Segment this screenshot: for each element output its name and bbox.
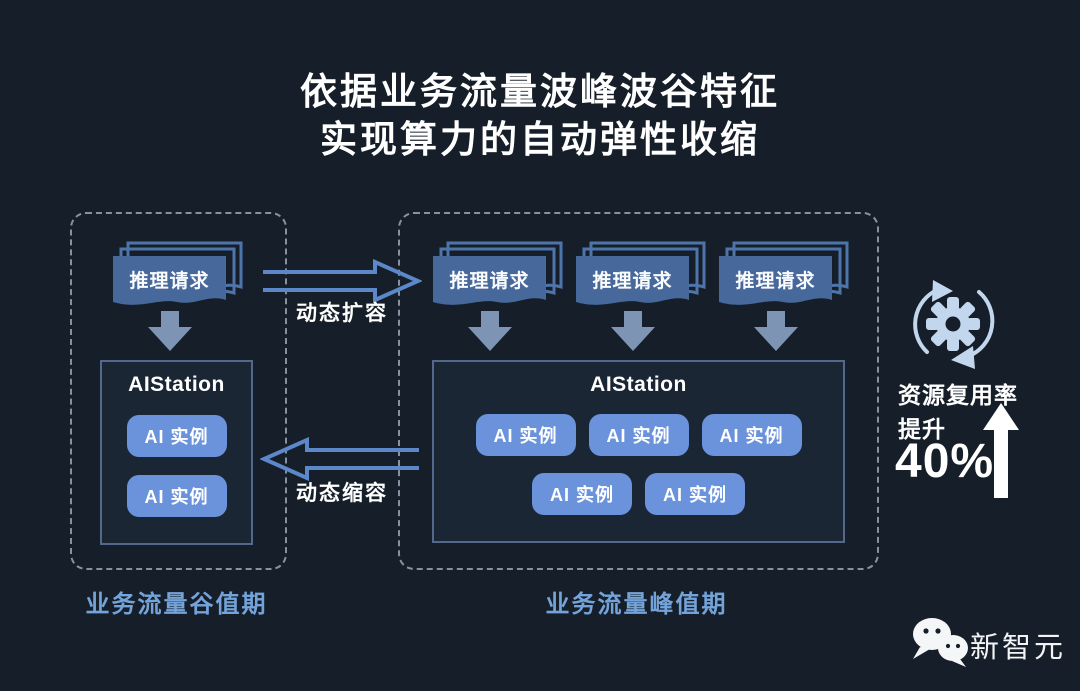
expand-right-arrow-icon [263, 259, 422, 303]
valley-caption: 业务流量谷值期 [85, 591, 268, 618]
peak-request-stack: 推理请求 [428, 238, 578, 318]
down-arrow-icon [468, 311, 512, 351]
peak-caption: 业务流量峰值期 [545, 591, 728, 618]
aistation-title: AIStation [590, 373, 687, 396]
request-card-label: 推理请求 [129, 270, 210, 292]
refresh-gear-icon [913, 280, 995, 369]
ai-instance-chip: AI 实例 [126, 475, 227, 517]
down-arrow-icon [148, 311, 192, 351]
valley-period-panel [70, 212, 287, 570]
request-card-label: 推理请求 [735, 270, 816, 292]
ai-instance-chip: AI 实例 [701, 414, 802, 456]
instance-row: AI 实例 AI 实例 AI 实例 [475, 414, 802, 456]
down-arrow-icon [754, 311, 798, 351]
peak-period-panel [398, 212, 879, 570]
stacked-documents-icon [433, 241, 563, 305]
expand-label: 动态扩容 [296, 302, 388, 325]
ai-instance-chip: AI 实例 [475, 414, 576, 456]
valley-request-stack: 推理请求 [108, 238, 258, 318]
benefit-metric-line2: 提升 [898, 416, 946, 442]
benefit-metric-line1: 资源复用率 [898, 382, 1018, 408]
request-card-label: 推理请求 [449, 270, 530, 292]
request-card-label: 推理请求 [592, 270, 673, 292]
title-line-1: 依据业务流量波峰波谷特征 [300, 71, 780, 112]
stacked-documents-icon [576, 241, 706, 305]
down-arrow-icon [611, 311, 655, 351]
wechat-icon [913, 618, 968, 667]
ai-instance-chip: AI 实例 [532, 473, 632, 515]
ai-instance-chip: AI 实例 [645, 473, 745, 515]
shrink-left-arrow-icon [260, 437, 419, 481]
aistation-title: AIStation [128, 373, 225, 396]
peak-request-stack: 推理请求 [714, 238, 864, 318]
up-arrow-icon [983, 403, 1019, 498]
shrink-label: 动态缩容 [296, 482, 388, 505]
instance-row: AI 实例 AI 实例 [532, 473, 745, 515]
valley-aistation-box: AIStation AI 实例 AI 实例 [100, 360, 253, 545]
brand-name: 新智元 [970, 632, 1067, 664]
peak-aistation-box: AIStation AI 实例 AI 实例 AI 实例 AI 实例 AI 实例 [432, 360, 845, 543]
stacked-documents-icon [719, 241, 849, 305]
peak-request-stack: 推理请求 [571, 238, 721, 318]
ai-instance-chip: AI 实例 [126, 415, 227, 457]
ai-instance-chip: AI 实例 [588, 414, 689, 456]
title-line-2: 实现算力的自动弹性收缩 [320, 119, 760, 160]
page-title: 依据业务流量波峰波谷特征 实现算力的自动弹性收缩 [0, 68, 1080, 164]
stacked-documents-icon [113, 241, 243, 305]
benefit-value: 40% [895, 435, 995, 488]
